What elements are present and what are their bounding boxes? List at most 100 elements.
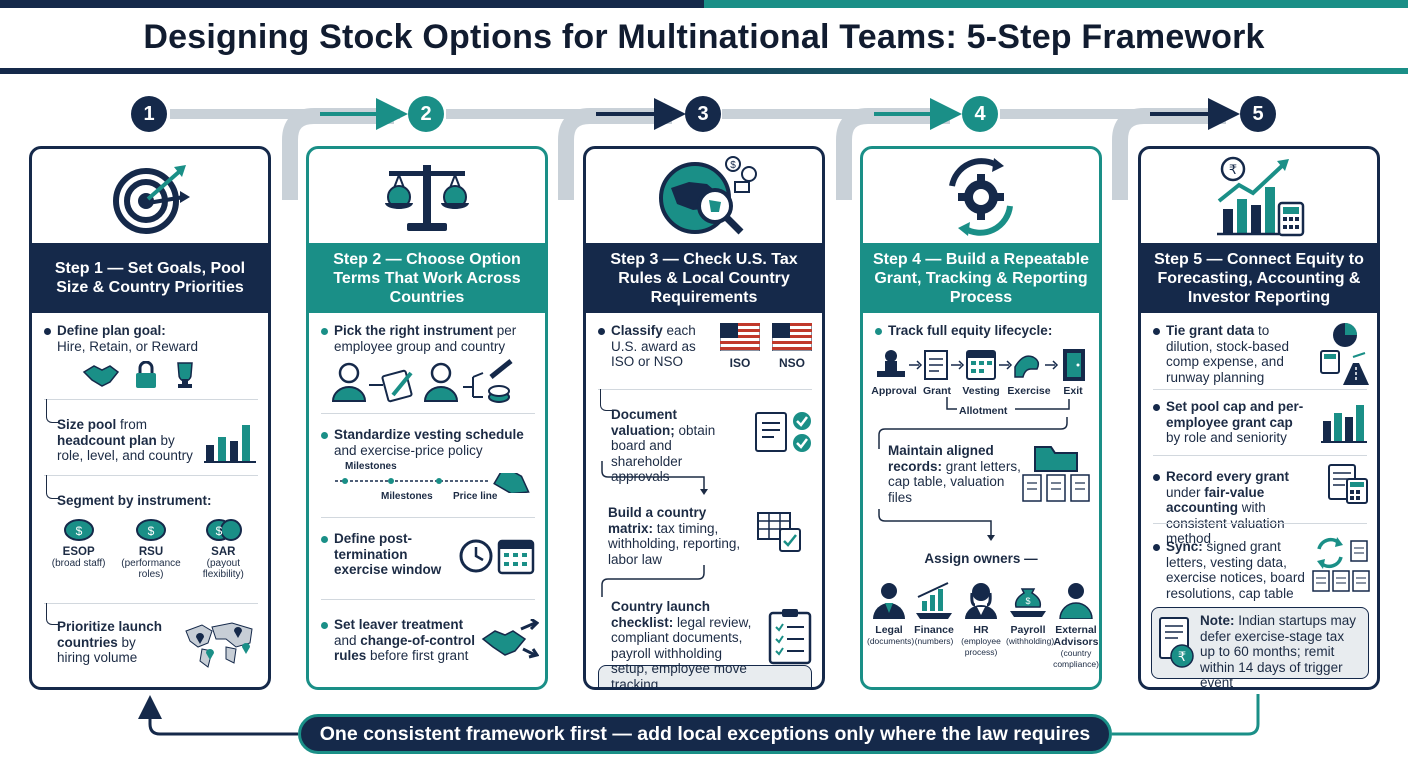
- framework-banner: One consistent framework first — add loc…: [298, 714, 1112, 754]
- owner-hr: HR (employee process): [957, 581, 1005, 670]
- svg-text:$: $: [1025, 596, 1030, 606]
- clipboard-checklist-icon: [768, 609, 812, 665]
- step-3-item-matrix: Build a country matrix: tax timing, with…: [608, 505, 741, 567]
- gear-cycle-icon: [863, 149, 1099, 245]
- top-accent-bar: [0, 0, 1408, 8]
- advisor-icon: [1059, 583, 1093, 620]
- checklist-grid-icon: [757, 512, 801, 552]
- money-bag-hand-icon: $: [1010, 588, 1046, 617]
- padlock-icon: [136, 361, 156, 388]
- connector-arrow: [878, 509, 995, 541]
- instrument-list: $ ESOP (broad staff) $ RSU (performance …: [44, 519, 258, 580]
- svg-text:$: $: [216, 524, 223, 538]
- pie-calculator-road-icon: [1320, 323, 1369, 385]
- connector-arrow: [878, 417, 1068, 449]
- svg-text:₹: ₹: [1178, 650, 1186, 665]
- step-1-heading: Step 1 — Set Goals, Pool Size & Country …: [32, 243, 268, 313]
- arrow-2-to-3: [446, 98, 686, 200]
- step-2-item-exercise-window: Define post-termination exercise window: [321, 531, 455, 578]
- step-3-heading: Step 3 — Check U.S. Tax Rules & Local Co…: [586, 243, 822, 313]
- step-1-card: Step 1 — Set Goals, Pool Size & Country …: [29, 146, 271, 690]
- ledger-calculator-icon: [1328, 464, 1368, 504]
- coins-stack-icon: $: [206, 519, 243, 541]
- step-2-badge: 2: [408, 96, 444, 132]
- timeline-price-line: Price line: [453, 491, 498, 502]
- step-5-item-grant-data: Tie grant data to dilution, stock-based …: [1153, 323, 1315, 385]
- coin-icon: $: [63, 519, 94, 541]
- step-4-heading: Step 4 — Build a Repeatable Grant, Track…: [863, 243, 1099, 313]
- step-3-card: $ Step 3 — Check U.S. Tax Rules & Local …: [583, 146, 825, 690]
- bar-chart-icon: [1321, 405, 1367, 443]
- woman-icon: [965, 583, 997, 619]
- step-2-heading: Step 2 — Choose Option Terms That Work A…: [309, 243, 545, 313]
- growth-chart-icon: ₹: [1141, 149, 1377, 245]
- award-nso: NSO: [771, 322, 813, 370]
- calendar-icon: [966, 350, 996, 380]
- step-2-card: Step 2 — Choose Option Terms That Work A…: [306, 146, 548, 690]
- connector-arrow: [601, 461, 708, 495]
- handshake-icon: [82, 365, 120, 387]
- target-arrows-icon: [32, 149, 268, 245]
- feedback-loop-arrow: [138, 694, 1260, 736]
- step-1-item-pool: Size pool from headcount plan by role, l…: [57, 417, 193, 463]
- step-2-item-instrument: Pick the right instrument per employee g…: [321, 323, 535, 354]
- timeline-milestones-bottom: Milestones: [381, 491, 433, 502]
- owner-external-advisors: External Advisors (country compliance): [1051, 581, 1099, 670]
- connector-arrow: [601, 565, 705, 597]
- us-flag-icon: [771, 322, 813, 352]
- india-tax-note: Note: Indian startups may defer exercise…: [1200, 613, 1357, 690]
- step-5-item-pool-cap: Set pool cap and per-employee grant cap …: [1153, 399, 1307, 446]
- goal-icons: [82, 361, 198, 389]
- step-5-item-record-grant: Record every grant under fair-value acco…: [1153, 469, 1317, 547]
- globe-magnifier-icon: $: [586, 149, 822, 245]
- step-1-item-countries: Prioritize launch countries by hiring vo…: [57, 619, 163, 665]
- award-iso: ISO: [719, 322, 761, 370]
- instrument-sar: $ SAR (payout flexibility): [191, 519, 255, 580]
- india-tax-note-box: ₹ Note: Indian startups may defer exerci…: [1151, 607, 1369, 687]
- trophy-icon: [177, 362, 193, 388]
- step-3-item-checklist: Country launch checklist: legal review, …: [611, 599, 752, 690]
- instrument-rsu: $ RSU (performance roles): [116, 519, 186, 580]
- lawyer-icon: [873, 583, 905, 619]
- rupee-document-icon: ₹: [1159, 617, 1194, 668]
- step-1-item-segment: Segment by instrument:: [57, 493, 212, 508]
- svg-text:$: $: [730, 160, 736, 171]
- svg-text:₹: ₹: [1229, 163, 1237, 178]
- step-1-badge: 1: [131, 96, 167, 132]
- step-4-badge: 4: [962, 96, 998, 132]
- arrow-1-to-2: [170, 98, 408, 200]
- instrument-choice-icons: [331, 359, 513, 403]
- step-4-item-lifecycle: Track full equity lifecycle:: [875, 323, 1089, 339]
- step-5-card: ₹ Step 5 — Connect Equity to Forecasting…: [1138, 146, 1380, 690]
- coin-icon: $: [135, 519, 166, 541]
- lifecycle-labels: Approval Grant Vesting Exercise Exit: [871, 385, 1083, 397]
- step-3-item-classify: Classify each U.S. award as ISO or NSO: [598, 323, 710, 370]
- step-4-item-owners: Assign owners —: [924, 551, 1038, 566]
- lifecycle-allotment-label: Allotment: [959, 405, 1008, 417]
- lifecycle-icons: [877, 349, 1085, 381]
- title-underline: [0, 68, 1408, 74]
- world-map-pins-icon: [185, 622, 253, 668]
- step-4-card: Step 4 — Build a Repeatable Grant, Track…: [860, 146, 1102, 690]
- instrument-esop: $ ESOP (broad staff): [47, 519, 111, 580]
- owner-legal: Legal (documents): [867, 581, 914, 670]
- clock-calendar-icon: [459, 539, 535, 575]
- step-1-item-goal: Define plan goal:Hire, Retain, or Reward: [44, 323, 258, 354]
- step-5-item-sync: Sync: signed grant letters, vesting data…: [1153, 539, 1315, 601]
- arrow-3-to-4: [722, 98, 962, 200]
- step-5-badge: 5: [1240, 96, 1276, 132]
- step-2-item-leaver: Set leaver treatment and change-of-contr…: [321, 617, 485, 664]
- svg-text:$: $: [75, 524, 82, 538]
- owner-list: Legal (documents) Finance (numbers) HR (…: [867, 581, 1099, 670]
- balance-scale-icon: [309, 149, 545, 245]
- folder-documents-icon: [1022, 446, 1090, 502]
- exit-door-icon: [1063, 349, 1085, 381]
- step-3-badge: 3: [685, 96, 721, 132]
- owner-finance: Finance (numbers): [912, 581, 956, 670]
- allotment-connector: [946, 397, 1070, 410]
- stamp-icon: [877, 350, 905, 377]
- sync-documents-icon: [1312, 537, 1370, 592]
- bar-chart-icon: [204, 425, 256, 463]
- flex-arm-icon: [1014, 355, 1040, 378]
